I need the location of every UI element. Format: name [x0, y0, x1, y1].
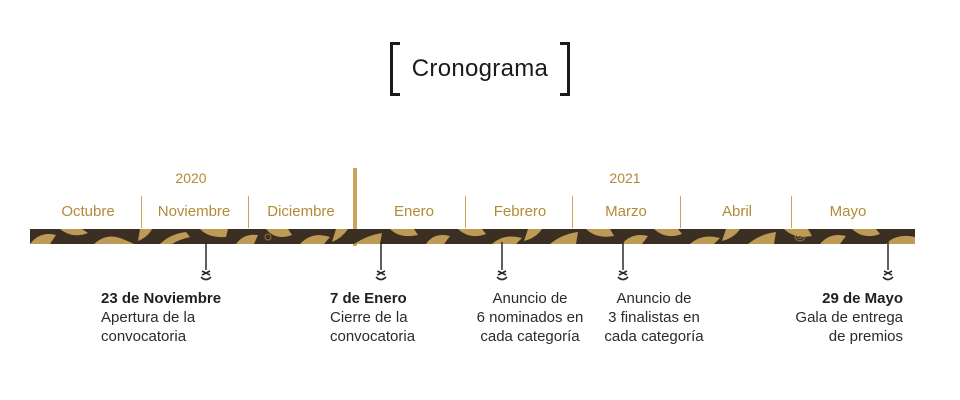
month-label-enero: Enero	[393, 203, 435, 220]
month-label-marzo: Marzo	[605, 203, 647, 220]
event-apertura: 23 de Noviembre Apertura de la convocato…	[101, 289, 221, 346]
event-description-line: Apertura de la	[101, 309, 196, 326]
event-date: 29 de Mayo	[822, 290, 903, 307]
event-description-line: convocatoria	[101, 328, 187, 345]
timeline-marker-icon	[617, 242, 629, 281]
month-separator	[791, 196, 792, 228]
event-description-line: 6 nominados en	[476, 309, 584, 326]
event-description-line: Anuncio de	[616, 290, 692, 307]
event-gala: 29 de Mayo Gala de entrega de premios	[795, 289, 903, 346]
month-separator	[248, 196, 249, 228]
title-block: Cronograma	[0, 40, 960, 98]
event-date: 23 de Noviembre	[101, 290, 222, 307]
month-label-mayo: Mayo	[829, 203, 867, 220]
event-nominados: Anuncio de 6 nominados en cada categoría	[477, 289, 584, 346]
month-separator	[572, 196, 573, 228]
event-date: 7 de Enero	[330, 290, 407, 307]
year-divider	[353, 168, 357, 246]
event-description-line: 3 finalistas en	[608, 309, 700, 326]
timeline-marker-icon	[200, 242, 212, 281]
event-description-line: Cierre de la	[330, 309, 408, 326]
year-label-2020: 2020	[175, 170, 207, 186]
month-label-abril: Abril	[721, 203, 753, 220]
event-description-line: convocatoria	[330, 328, 416, 345]
year-label-2021: 2021	[609, 170, 641, 186]
event-description-line: de premios	[828, 328, 903, 345]
month-label-noviembre: Noviembre	[157, 203, 231, 220]
page-title: Cronograma	[411, 55, 549, 82]
timeline-marker-icon	[496, 242, 508, 281]
event-finalistas: Anuncio de 3 finalistas en cada categorí…	[604, 289, 703, 346]
left-bracket-icon	[389, 42, 400, 96]
month-label-febrero: Febrero	[493, 203, 547, 220]
right-bracket-icon	[560, 42, 571, 96]
event-cierre: 7 de Enero Cierre de la convocatoria	[330, 289, 415, 346]
title-frame: Cronograma	[389, 40, 571, 98]
timeline-band	[30, 229, 915, 244]
timeline-marker-icon	[375, 242, 387, 281]
timeline-marker-icon	[882, 242, 894, 281]
event-description-line: cada categoría	[480, 328, 580, 345]
band-pattern	[30, 229, 915, 244]
month-separator	[465, 196, 466, 228]
month-label-diciembre: Diciembre	[267, 203, 335, 220]
month-separator	[680, 196, 681, 228]
event-description-line: Anuncio de	[492, 290, 568, 307]
month-separator	[141, 196, 142, 228]
month-label-octubre: Octubre	[61, 203, 115, 220]
event-description-line: cada categoría	[604, 328, 704, 345]
event-description-line: Gala de entrega	[795, 309, 903, 326]
